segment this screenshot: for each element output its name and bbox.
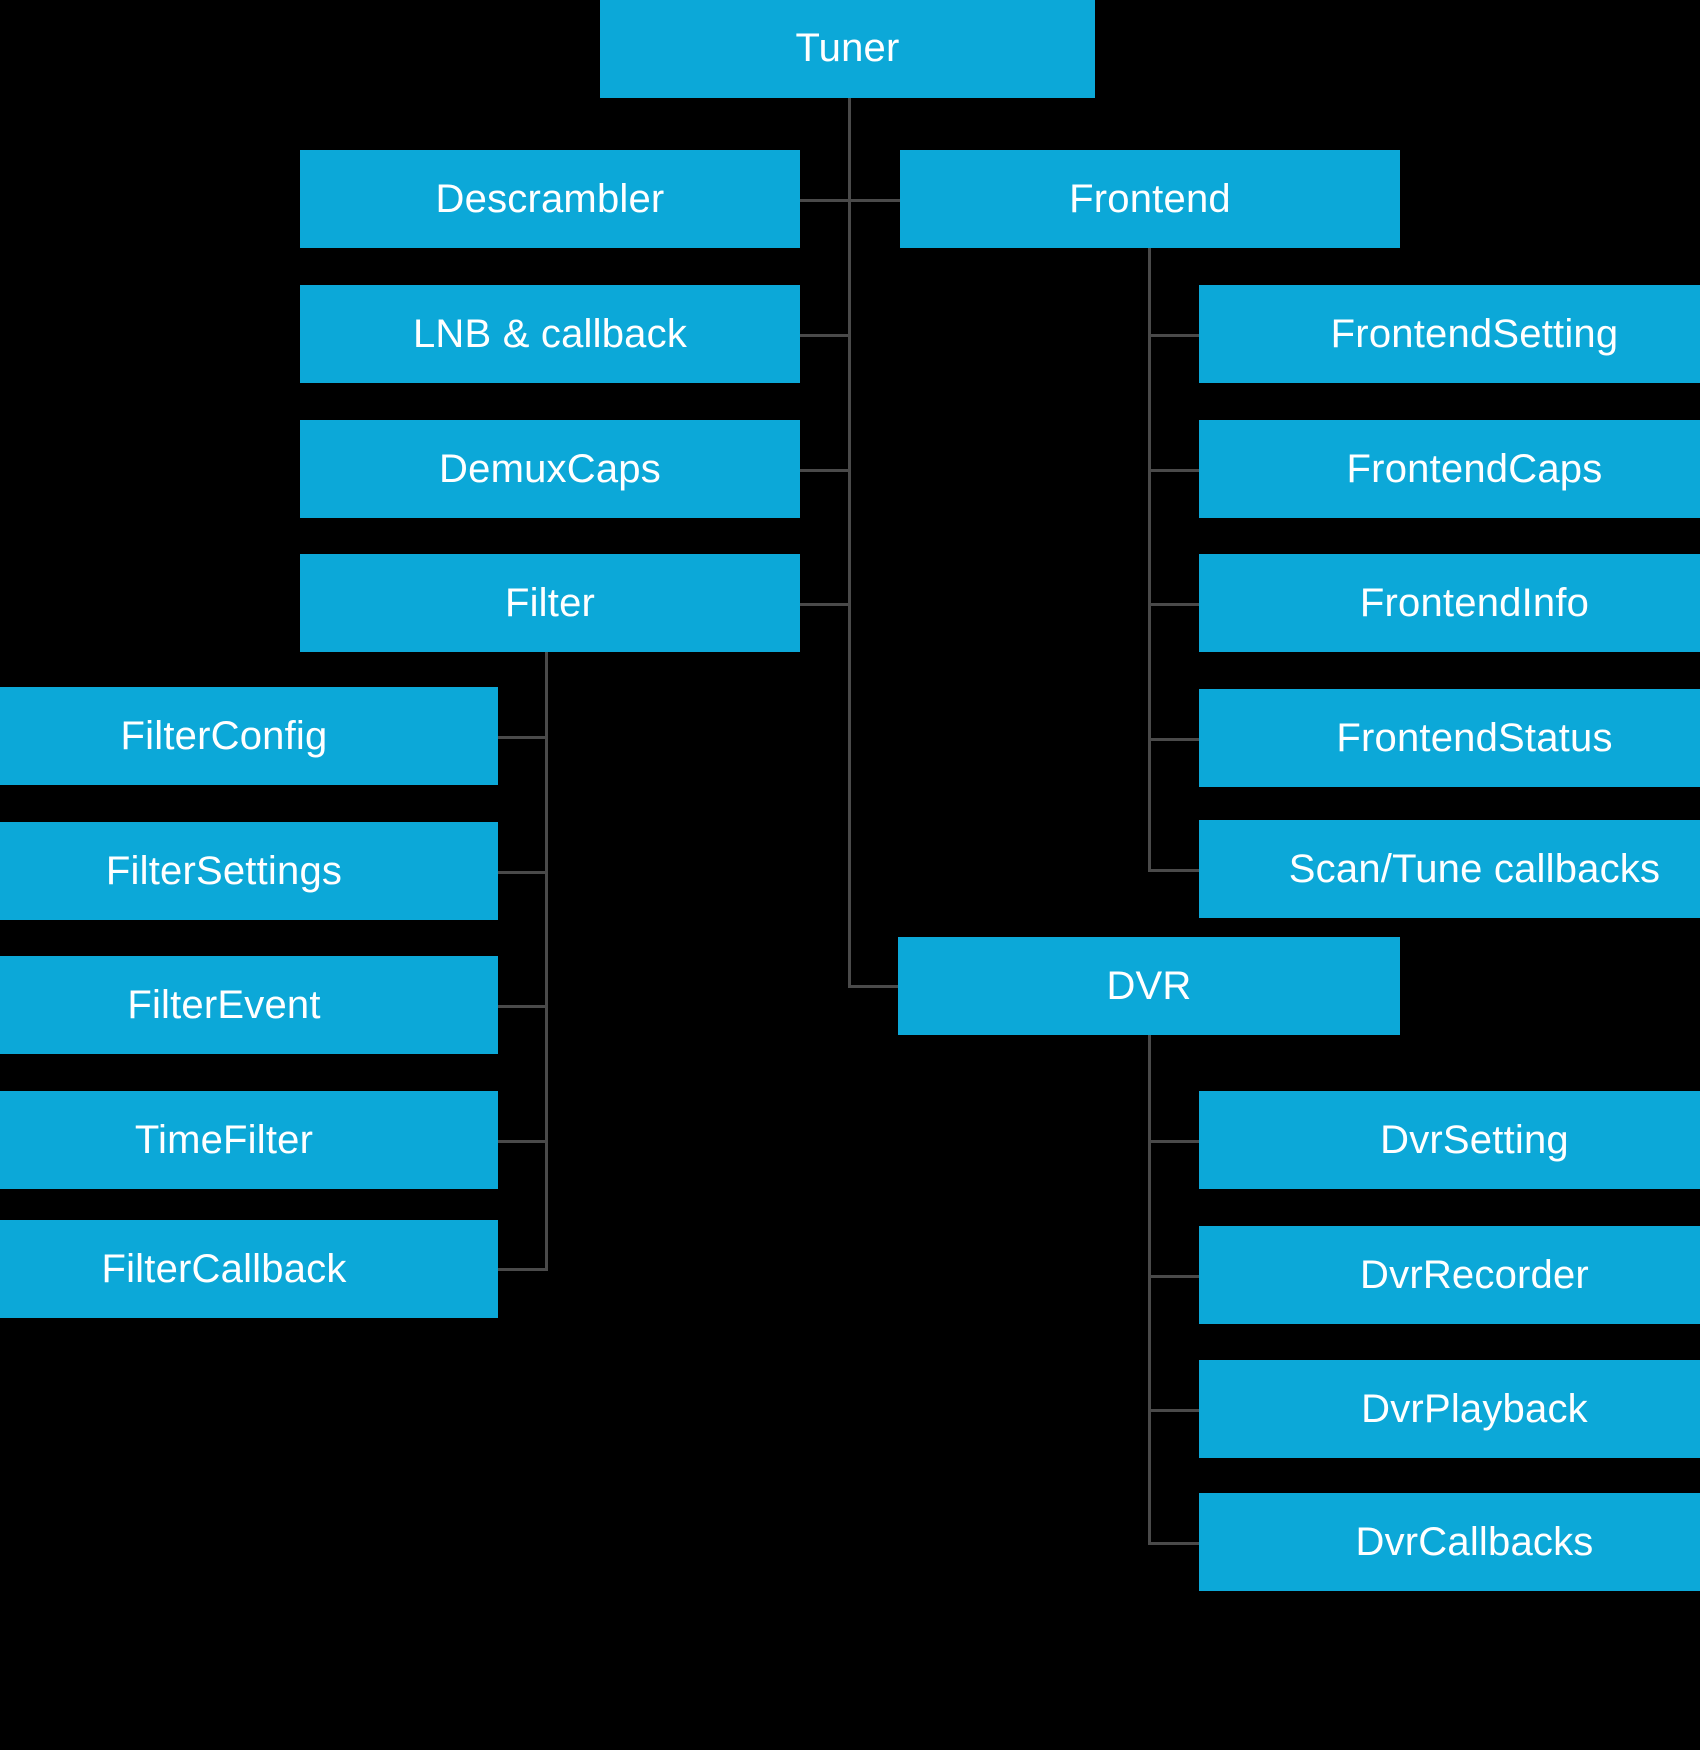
edge-filter-to-filterevent [497,1005,548,1008]
edge-frontend-to-frontendsetting [1148,334,1200,337]
node-filterevent[interactable]: FilterEvent [0,956,498,1054]
edge-frontend-to-frontendcaps [1148,469,1200,472]
node-frontendstatus[interactable]: FrontendStatus [1199,689,1700,787]
node-filtersettings[interactable]: FilterSettings [0,822,498,920]
node-filtercallback[interactable]: FilterCallback [0,1220,498,1318]
edge-tuner-to-dvr [848,985,908,988]
node-frontendcaps[interactable]: FrontendCaps [1199,420,1700,518]
edge-filter-to-filtercallback [497,1268,548,1271]
edge-tuner-to-filter [798,603,850,606]
node-dvrsetting[interactable]: DvrSetting [1199,1091,1700,1189]
edge-frontend-spine [1148,237,1151,871]
node-frontendsetting[interactable]: FrontendSetting [1199,285,1700,383]
edge-tuner-to-frontend [848,199,902,202]
node-filter[interactable]: Filter [300,554,800,652]
node-dvrrecorder[interactable]: DvrRecorder [1199,1226,1700,1324]
node-timefilter[interactable]: TimeFilter [0,1091,498,1189]
edge-tuner-trunk [848,98,851,988]
edge-dvr-to-dvrcallbacks [1148,1542,1200,1545]
edge-tuner-to-demuxcaps [798,469,850,472]
node-lnb-callback[interactable]: LNB & callback [300,285,800,383]
edge-filter-to-timefilter [497,1140,548,1143]
node-filterconfig[interactable]: FilterConfig [0,687,498,785]
edge-dvr-to-dvrsetting [1148,1140,1200,1143]
edge-frontend-to-scantune [1148,869,1200,872]
edge-tuner-to-descrambler [798,199,850,202]
edge-frontend-to-frontendstatus [1148,738,1200,741]
edge-dvr-spine [1148,1024,1151,1544]
edge-filter-to-filterconfig [497,736,548,739]
edge-frontend-to-frontendinfo [1148,603,1200,606]
node-dvr[interactable]: DVR [898,937,1400,1035]
edge-tuner-to-lnb [798,334,850,337]
edge-dvr-to-dvrrecorder [1148,1275,1200,1278]
node-demuxcaps[interactable]: DemuxCaps [300,420,800,518]
node-dvrplayback[interactable]: DvrPlayback [1199,1360,1700,1458]
node-dvrcallbacks[interactable]: DvrCallbacks [1199,1493,1700,1591]
node-descrambler[interactable]: Descrambler [300,150,800,248]
edge-dvr-to-dvrplayback [1148,1409,1200,1412]
node-tuner[interactable]: Tuner [600,0,1095,98]
node-scan-tune-callbacks[interactable]: Scan/Tune callbacks [1199,820,1700,918]
node-frontend[interactable]: Frontend [900,150,1400,248]
node-frontendinfo[interactable]: FrontendInfo [1199,554,1700,652]
edge-filter-to-filtersettings [497,871,548,874]
edge-filter-spine [545,620,548,1270]
